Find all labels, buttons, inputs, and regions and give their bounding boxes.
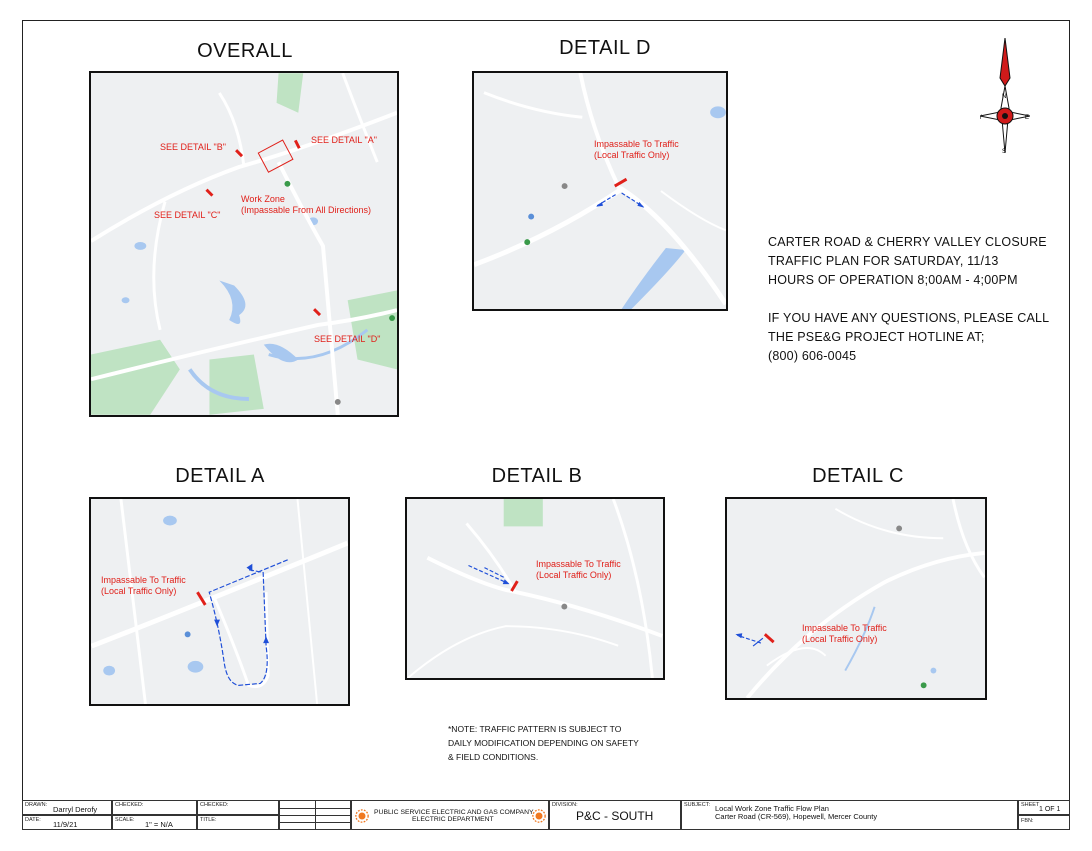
compass-s: S bbox=[1002, 149, 1006, 155]
tb-date-label: DATE: bbox=[25, 817, 41, 823]
pseg-logo-icon-right bbox=[532, 809, 546, 823]
detail-c-impassable-label: Impassable To Traffic (Local Traffic Onl… bbox=[802, 623, 887, 645]
compass-n: N bbox=[1002, 94, 1006, 100]
detail-a-impassable-label: Impassable To Traffic (Local Traffic Onl… bbox=[101, 575, 186, 597]
tb-sheet-cell: SHEET 1 OF 1 bbox=[1018, 800, 1070, 815]
tb-scale-label: SCALE: bbox=[115, 817, 135, 823]
tb-grid-cell bbox=[279, 800, 351, 830]
tb-company-dept: ELECTRIC DEPARTMENT bbox=[412, 816, 494, 823]
detail-c-title: DETAIL C bbox=[812, 465, 904, 487]
work-zone-label: Work Zone (Impassable From All Direction… bbox=[241, 194, 371, 216]
info-line4: IF YOU HAVE ANY QUESTIONS, PLEASE CALL bbox=[768, 311, 1050, 325]
pseg-logo-icon bbox=[355, 809, 369, 823]
tb-title-label: TITLE: bbox=[200, 817, 217, 823]
detail-b-map[interactable]: Impassable To Traffic (Local Traffic Onl… bbox=[405, 497, 665, 680]
tb-title-cell: TITLE: bbox=[197, 815, 279, 830]
detail-b-title: DETAIL B bbox=[491, 465, 583, 487]
tb-checked2-cell: CHECKED: bbox=[197, 800, 279, 815]
note-line3: & FIELD CONDITIONS. bbox=[448, 752, 539, 762]
tb-checked2-label: CHECKED: bbox=[200, 802, 229, 808]
closure-info: CARTER ROAD & CHERRY VALLEY CLOSURE TRAF… bbox=[768, 233, 1049, 366]
detail-d-label-line2: (Local Traffic Only) bbox=[594, 150, 670, 160]
see-detail-b-label: SEE DETAIL "B" bbox=[160, 142, 226, 152]
tb-checked-cell: CHECKED: bbox=[112, 800, 197, 815]
tb-checked-label: CHECKED: bbox=[115, 802, 144, 808]
tb-drawn-cell: DRAWN: Darryl Derofy bbox=[22, 800, 112, 815]
see-detail-c-label: SEE DETAIL "C" bbox=[154, 210, 221, 220]
detail-c-label-line1: Impassable To Traffic bbox=[802, 623, 887, 633]
detail-c-map[interactable]: Impassable To Traffic (Local Traffic Onl… bbox=[725, 497, 987, 700]
detail-d-title: DETAIL D bbox=[559, 37, 651, 59]
tb-division-cell: DIVISION: P&C - SOUTH bbox=[549, 800, 681, 830]
info-line1: CARTER ROAD & CHERRY VALLEY CLOSURE bbox=[768, 235, 1047, 249]
north-arrow-compass: N S E W bbox=[976, 37, 1031, 158]
tb-date-value: 11/9/21 bbox=[53, 820, 78, 829]
tb-fbn-cell: FBN: bbox=[1018, 815, 1070, 830]
tb-subject-cell: SUBJECT: Local Work Zone Traffic Flow Pl… bbox=[681, 800, 1018, 830]
title-block: DRAWN: Darryl Derofy CHECKED: CHECKED: D… bbox=[22, 800, 1070, 830]
note-line1: *NOTE: TRAFFIC PATTERN IS SUBJECT TO bbox=[448, 724, 622, 734]
detail-b-impassable-label: Impassable To Traffic (Local Traffic Onl… bbox=[536, 559, 621, 581]
tb-division-label: DIVISION: bbox=[552, 802, 578, 808]
detail-d-graphic bbox=[474, 73, 726, 309]
detail-c-graphic bbox=[727, 499, 985, 698]
tb-subject-line2: Carter Road (CR-569), Hopewell, Mercer C… bbox=[715, 812, 878, 821]
compass-icon: N S E W bbox=[976, 37, 1031, 155]
info-line5: THE PSE&G PROJECT HOTLINE AT; bbox=[768, 330, 985, 344]
work-zone-line2: (Impassable From All Directions) bbox=[241, 205, 372, 215]
detail-d-map[interactable]: Impassable To Traffic (Local Traffic Onl… bbox=[472, 71, 728, 311]
tb-drawn-label: DRAWN: bbox=[25, 802, 48, 808]
overall-title: OVERALL bbox=[197, 40, 293, 62]
overall-map[interactable]: SEE DETAIL "A" SEE DETAIL "B" SEE DETAIL… bbox=[89, 71, 399, 417]
detail-d-impassable-label: Impassable To Traffic (Local Traffic Onl… bbox=[594, 139, 679, 161]
tb-date-cell: DATE: 11/9/21 bbox=[22, 815, 112, 830]
tb-scale-value: 1" = N/A bbox=[145, 820, 173, 829]
tb-fbn-label: FBN: bbox=[1021, 818, 1034, 824]
tb-drawn-value: Darryl Derofy bbox=[53, 805, 98, 814]
tb-scale-cell: SCALE: 1" = N/A bbox=[112, 815, 197, 830]
detail-d-label-line1: Impassable To Traffic bbox=[594, 139, 679, 149]
work-zone-line1: Work Zone bbox=[241, 194, 285, 204]
tb-sheet-value: 1 OF 1 bbox=[1039, 806, 1061, 813]
detail-a-label-line2: (Local Traffic Only) bbox=[101, 586, 177, 596]
tb-subject-line1: Local Work Zone Traffic Flow Plan bbox=[715, 804, 829, 813]
tb-company-cell: PUBLIC SERVICE ELECTRIC AND GAS COMPANY … bbox=[351, 800, 549, 830]
detail-c-label-line2: (Local Traffic Only) bbox=[802, 634, 878, 644]
overall-map-graphic bbox=[91, 73, 397, 415]
tb-company-name: PUBLIC SERVICE ELECTRIC AND GAS COMPANY bbox=[374, 809, 534, 816]
info-line2: TRAFFIC PLAN FOR SATURDAY, 11/13 bbox=[768, 254, 999, 268]
detail-b-label-line1: Impassable To Traffic bbox=[536, 559, 621, 569]
note-line2: DAILY MODIFICATION DEPENDING ON SAFETY bbox=[448, 738, 639, 748]
detail-a-map[interactable]: Impassable To Traffic (Local Traffic Onl… bbox=[89, 497, 350, 706]
see-detail-a-label: SEE DETAIL "A" bbox=[311, 135, 377, 145]
detail-a-title: DETAIL A bbox=[175, 465, 265, 487]
compass-e: E bbox=[1025, 115, 1029, 121]
tb-division-value: P&C - SOUTH bbox=[576, 809, 654, 823]
detail-b-label-line2: (Local Traffic Only) bbox=[536, 570, 612, 580]
info-hotline: (800) 606-0045 bbox=[768, 349, 857, 363]
detail-b-graphic bbox=[407, 499, 663, 678]
detail-a-graphic bbox=[91, 499, 348, 704]
tb-sheet-label: SHEET bbox=[1021, 802, 1040, 808]
see-detail-d-label: SEE DETAIL "D" bbox=[314, 334, 381, 344]
detail-a-label-line1: Impassable To Traffic bbox=[101, 575, 186, 585]
info-line3: HOURS OF OPERATION 8;00AM - 4;00PM bbox=[768, 273, 1018, 287]
tb-subject-label: SUBJECT: bbox=[684, 802, 710, 808]
traffic-note: *NOTE: TRAFFIC PATTERN IS SUBJECT TO DAI… bbox=[448, 722, 639, 764]
